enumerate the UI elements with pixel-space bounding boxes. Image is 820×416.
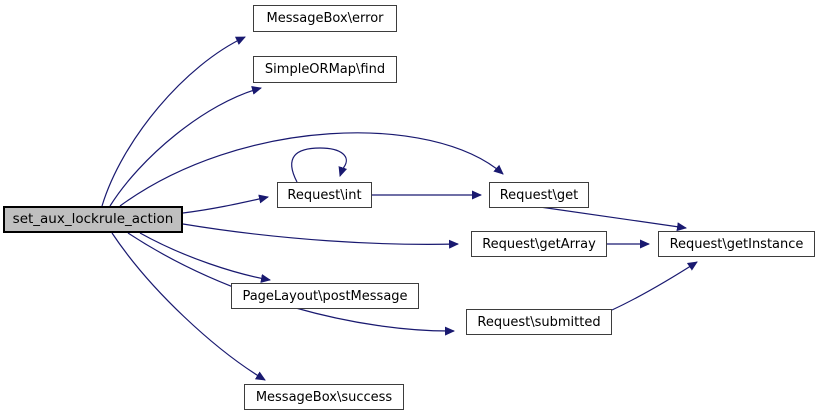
edge-Request_submitted-to-Request_getInstance [611, 261, 698, 311]
edges-group [101, 36, 698, 381]
edge-set_aux_lockrule_action-to-Request_submitted [127, 232, 455, 336]
node-messagebox-error[interactable]: MessageBox\error [253, 5, 397, 32]
edge-set_aux_lockrule_action-to-MessageBox_success [111, 232, 266, 381]
edge-Request_int-to-Request_int [291, 147, 348, 183]
edge-set_aux_lockrule_action-to-MessageBox_error [101, 36, 246, 207]
node-request-get[interactable]: Request\get [489, 182, 589, 208]
node-request-getarray[interactable]: Request\getArray [471, 231, 607, 257]
edge-set_aux_lockrule_action-to-Request_get [119, 132, 504, 207]
node-set-aux-lockrule-action: set_aux_lockrule_action [3, 206, 183, 233]
edge-Request_get-to-Request_getInstance [539, 206, 687, 232]
node-pagelayout-postmessage[interactable]: PageLayout\postMessage [231, 283, 419, 309]
edge-set_aux_lockrule_action-to-Request_int [182, 194, 269, 214]
node-request-submitted[interactable]: Request\submitted [466, 309, 612, 335]
edge-set_aux_lockrule_action-to-PageLayout_postMessage [139, 232, 271, 283]
edge-set_aux_lockrule_action-to-Request_getArray [182, 223, 459, 249]
node-request-getinstance[interactable]: Request\getInstance [658, 231, 815, 257]
edge-set_aux_lockrule_action-to-SimpleORMap_find [109, 85, 262, 207]
node-simpleormap-find[interactable]: SimpleORMap\find [253, 56, 397, 83]
node-request-int[interactable]: Request\int [277, 182, 372, 208]
node-messagebox-success[interactable]: MessageBox\success [244, 384, 404, 410]
